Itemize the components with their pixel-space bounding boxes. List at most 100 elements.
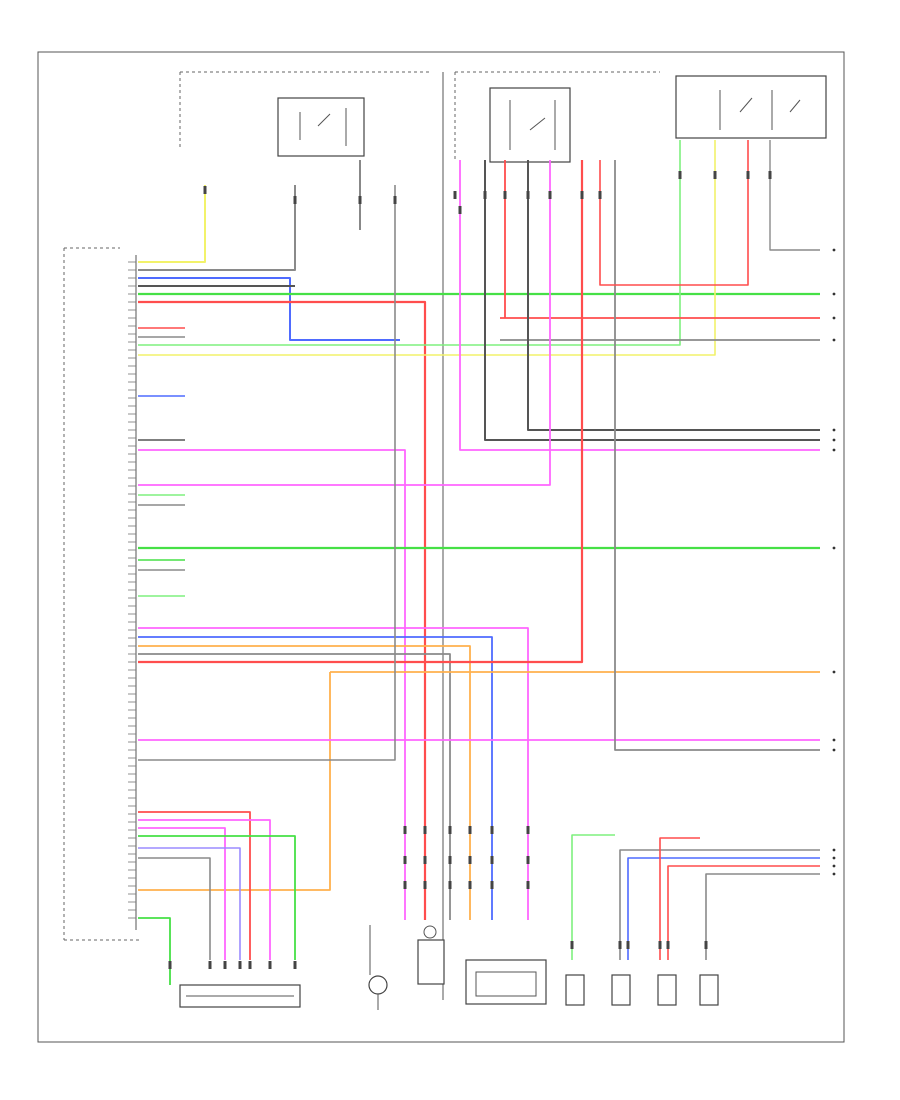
- wire-inj-5: [667, 865, 820, 960]
- wire-pink-right: [459, 160, 820, 451]
- connector-pin: [423, 826, 427, 834]
- crankshaft-position-sensor: [368, 925, 388, 1010]
- wire-gray-up: [138, 185, 396, 761]
- connector-pin: [403, 881, 407, 889]
- terminal-dot: [832, 292, 836, 296]
- connector-pin: [658, 941, 662, 949]
- wire-red-vertical: [138, 300, 427, 920]
- terminal-dot: [832, 748, 836, 752]
- fuel-pump-relay: [489, 87, 571, 163]
- wire-gray-top: [138, 185, 296, 271]
- connector-pin: [293, 196, 297, 204]
- wire-inj-4: [659, 837, 700, 960]
- wire-pink-afs-2: [138, 827, 226, 960]
- wire-green-afs: [138, 835, 296, 960]
- fuse-box-left-outline: [179, 71, 430, 150]
- connector-pin: [768, 171, 772, 179]
- connector-pin: [666, 941, 670, 949]
- connector-pin: [490, 881, 494, 889]
- wire-yellow-top: [138, 185, 206, 263]
- air-fuel-sensor-connector: [179, 984, 301, 1008]
- connector-pin: [580, 191, 584, 199]
- connector-pin: [423, 881, 427, 889]
- wire-yellow-long: [138, 140, 716, 356]
- connector-pin: [526, 881, 530, 889]
- wire-violet-afs: [138, 847, 241, 960]
- connector-pin: [598, 191, 602, 199]
- terminal-dot: [832, 738, 836, 742]
- connector-pin: [548, 191, 552, 199]
- connector-pin: [490, 856, 494, 864]
- terminal-dot: [832, 248, 836, 252]
- connector-pin: [208, 961, 212, 969]
- wire-red-starter: [599, 140, 749, 286]
- wire-harness: [138, 140, 820, 985]
- connector-pin: [223, 961, 227, 969]
- terminal-dot: [832, 856, 836, 860]
- connector-pin: [490, 826, 494, 834]
- connector-pin: [448, 826, 452, 834]
- mass-air-flow-meter: [417, 925, 445, 985]
- connector-pin: [403, 826, 407, 834]
- terminal-dot: [832, 428, 836, 432]
- terminal-dot: [832, 848, 836, 852]
- connector-pin: [468, 881, 472, 889]
- terminal-dot: [832, 864, 836, 868]
- terminal-dot: [832, 448, 836, 452]
- connector-pin: [403, 856, 407, 864]
- starter-relay: [675, 75, 827, 139]
- terminal-dot: [832, 338, 836, 342]
- connector-pin: [358, 196, 362, 204]
- wire-orange-long: [138, 671, 820, 891]
- wire-inj-2: [619, 849, 820, 960]
- wire-green-bottom: [138, 917, 171, 985]
- connector-pin: [293, 961, 297, 969]
- connector-pin: [468, 826, 472, 834]
- terminal-dot: [832, 438, 836, 442]
- wire-red-loop: [138, 160, 584, 664]
- connector-pin: [526, 856, 530, 864]
- wire-gray-starter: [769, 140, 820, 251]
- wire-dark-gray-right: [484, 160, 820, 441]
- wire-gray-low: [138, 653, 451, 920]
- connector-pin: [203, 186, 207, 194]
- connector-pin: [238, 961, 242, 969]
- connector-pin: [618, 941, 622, 949]
- wire-inj-1: [571, 834, 615, 960]
- connector-pin: [704, 941, 708, 949]
- terminal-dot: [832, 670, 836, 674]
- camshaft-position-sensor: [465, 959, 547, 1005]
- connector-pin: [458, 206, 462, 214]
- wire-gray-afs: [138, 857, 211, 960]
- wire-pink-low: [138, 627, 529, 920]
- wire-pink-afs: [138, 819, 271, 960]
- wire-light-green: [138, 140, 681, 346]
- connector-pin: [526, 826, 530, 834]
- wire-inj-6: [705, 873, 820, 960]
- efi-relay: [277, 97, 365, 157]
- ecm-outline: [63, 247, 140, 941]
- ecm-pin-ticks: [128, 261, 136, 919]
- connector-pin: [570, 941, 574, 949]
- wire-pink-mid: [138, 160, 551, 486]
- connector-pin: [448, 856, 452, 864]
- connector-pin: [448, 881, 452, 889]
- right-terminals: [832, 248, 836, 876]
- diagram-frame: [37, 51, 845, 1043]
- terminal-dot: [832, 872, 836, 876]
- connector-pin: [423, 856, 427, 864]
- connector-pin: [168, 961, 172, 969]
- fuse-box-right-outline: [454, 71, 660, 160]
- connector-pin: [746, 171, 750, 179]
- connector-pin: [268, 961, 272, 969]
- connector-pin: [483, 191, 487, 199]
- connector-pin: [468, 856, 472, 864]
- fuel-injectors: [565, 974, 719, 1006]
- connector-pin: [248, 961, 252, 969]
- connector-pin: [678, 171, 682, 179]
- connector-pin: [626, 941, 630, 949]
- connector-pin: [453, 191, 457, 199]
- wire-pink-vertical: [138, 449, 406, 920]
- connector-pin: [503, 191, 507, 199]
